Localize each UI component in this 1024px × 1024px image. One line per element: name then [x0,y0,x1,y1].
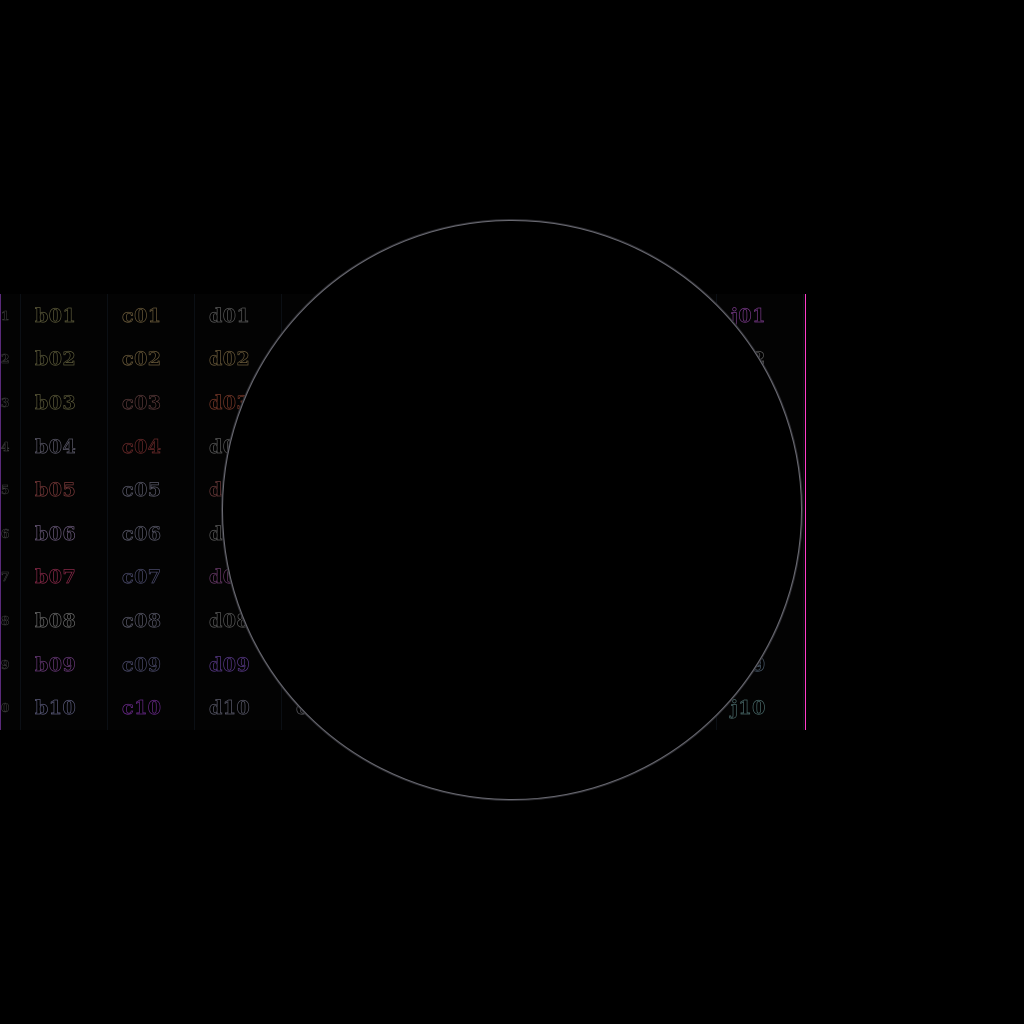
grid-cell-a01: 1 [1,294,21,338]
grid-cell-a05: 5 [1,468,21,512]
grid-cell-c07: c07 [108,555,195,600]
grid-cell-c02: c02 [108,337,195,382]
grid-cell-j10: j10 [717,686,804,730]
grid-cell-c10: c10 [108,686,195,730]
grid-cell-b04: b04 [21,424,108,469]
grid-cell-j01: j01 [717,294,804,338]
grid-cell-a04: 4 [1,424,21,469]
grid-cell-b08: b08 [21,599,108,643]
grid-cell-c03: c03 [108,381,195,425]
grid-cell-b02: b02 [21,337,108,382]
grid-cell-b10: b10 [21,686,108,730]
grid-cell-a10: 0 [1,686,21,730]
grid-cell-b03: b03 [21,381,108,425]
grid-cell-b06: b06 [21,511,108,556]
grid-cell-c04: c04 [108,424,195,469]
grid-cell-a02: 2 [1,337,21,382]
grid-cell-b09: b09 [21,642,108,687]
grid-cell-a09: 9 [1,642,21,687]
grid-cell-a07: 7 [1,555,21,600]
grid-cell-b01: b01 [21,294,108,338]
grid-cell-c09: c09 [108,642,195,687]
grid-cell-c08: c08 [108,599,195,643]
grid-cell-b05: b05 [21,468,108,512]
grid-cell-d01: d01 [195,294,282,338]
grid-cell-a08: 8 [1,599,21,643]
grid-cell-c01: c01 [108,294,195,338]
grid-cell-b07: b07 [21,555,108,600]
grid-cell-c06: c06 [108,511,195,556]
grid-cell-c05: c05 [108,468,195,512]
grid-cell-a06: 6 [1,511,21,556]
grid-cell-a03: 3 [1,381,21,425]
grid-cell-d10: d10 [195,686,282,730]
circle-overlay [222,220,802,800]
